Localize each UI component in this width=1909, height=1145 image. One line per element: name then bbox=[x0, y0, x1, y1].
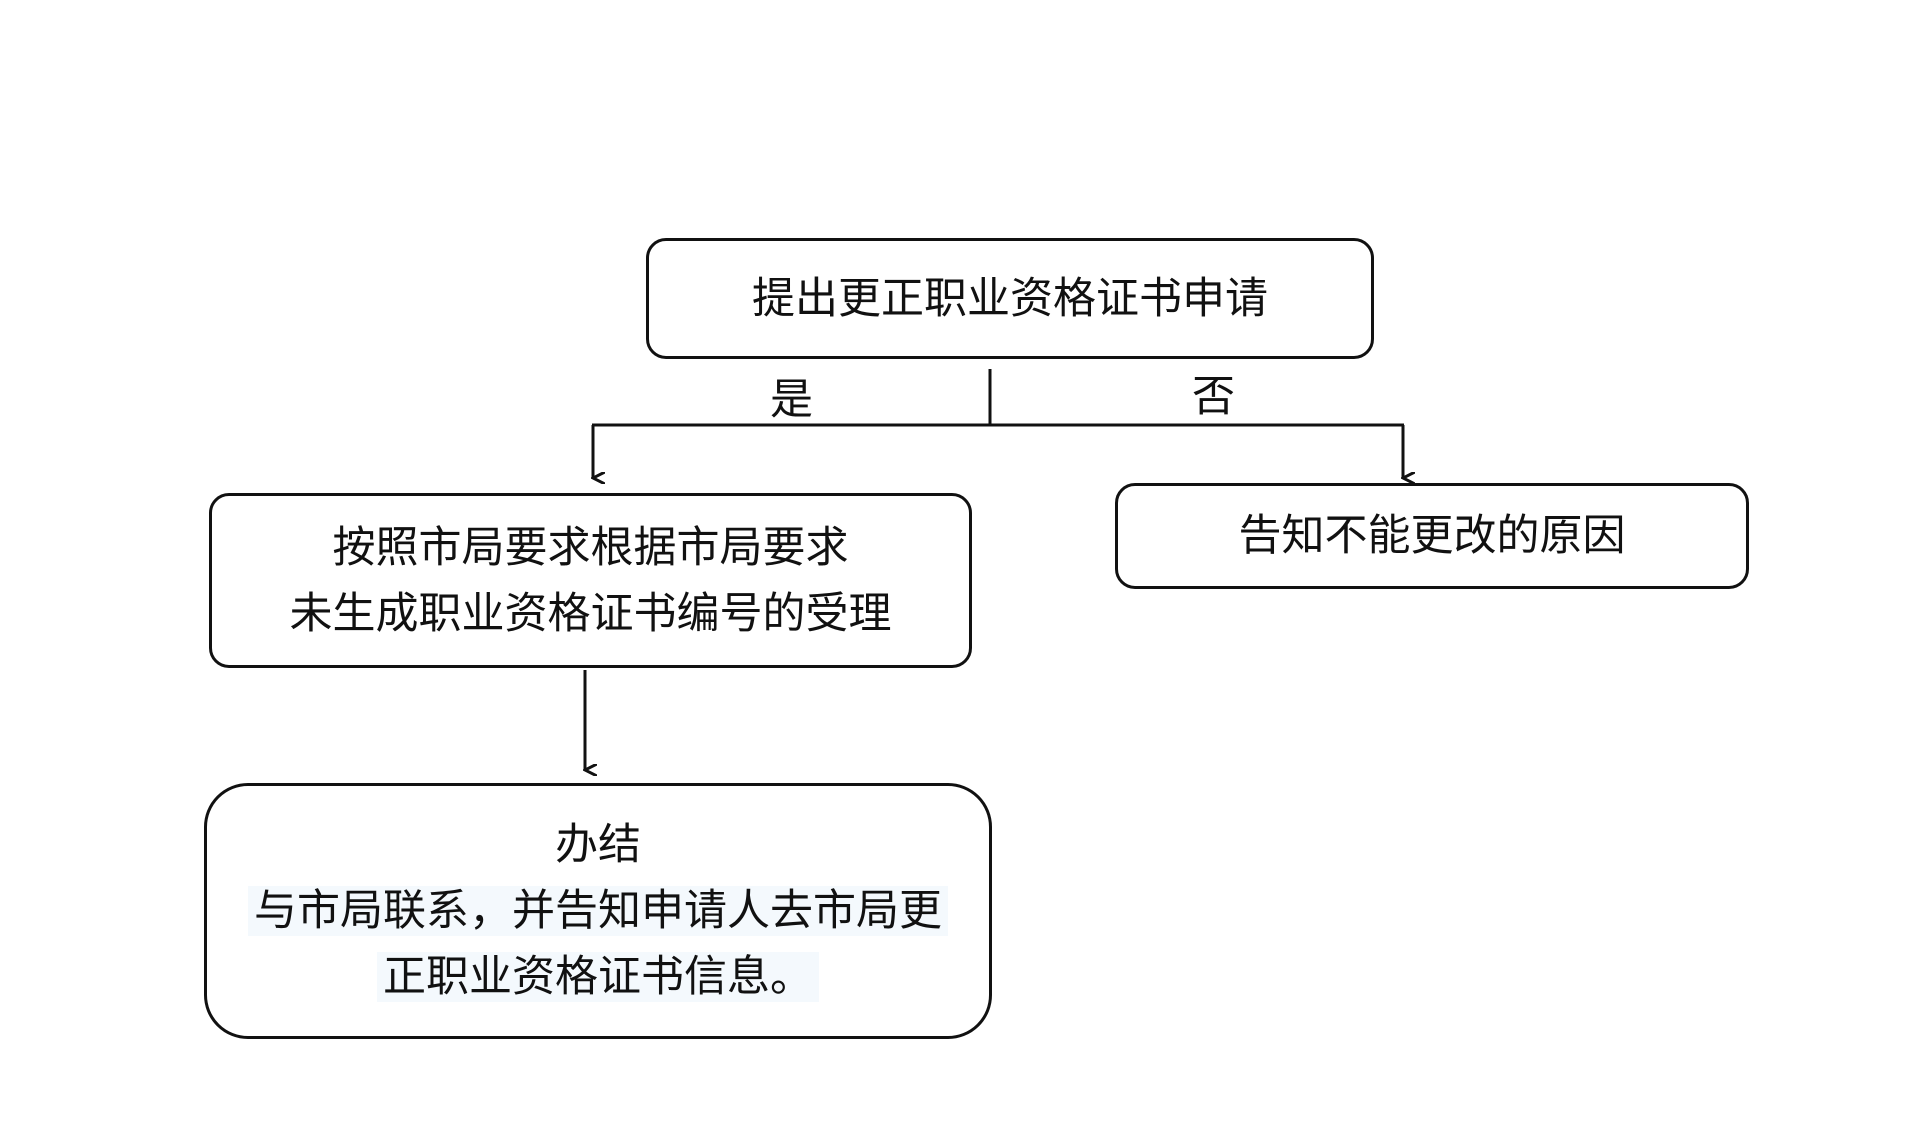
node-done-text-line-2: 正职业资格证书信息。 bbox=[377, 952, 819, 1002]
node-accept-text-line-2: 未生成职业资格证书编号的受理 bbox=[289, 588, 892, 639]
branch-label-yes: 是 bbox=[770, 375, 813, 425]
node-accept-text-line-1: 按照市局要求根据市局要求 bbox=[332, 522, 849, 573]
node-reject-text: 告知不能更改的原因 bbox=[1238, 511, 1626, 561]
node-reject-reason: 告知不能更改的原因 bbox=[1115, 483, 1749, 589]
node-done-line-1-wrap: 与市局联系，并告知申请人去市局更 bbox=[248, 878, 948, 944]
node-submit-text: 提出更正职业资格证书申请 bbox=[752, 273, 1268, 324]
node-done-text-line-1: 与市局联系，并告知申请人去市局更 bbox=[248, 886, 948, 936]
node-accept-request: 按照市局要求根据市局要求 未生成职业资格证书编号的受理 bbox=[209, 493, 972, 668]
branch-label-no: 否 bbox=[1192, 372, 1235, 422]
node-completion: 办结 与市局联系，并告知申请人去市局更 正职业资格证书信息。 bbox=[204, 783, 992, 1039]
node-done-title: 办结 bbox=[555, 820, 641, 870]
node-done-line-2-wrap: 正职业资格证书信息。 bbox=[377, 944, 819, 1010]
node-submit-correction-request: 提出更正职业资格证书申请 bbox=[646, 238, 1374, 359]
